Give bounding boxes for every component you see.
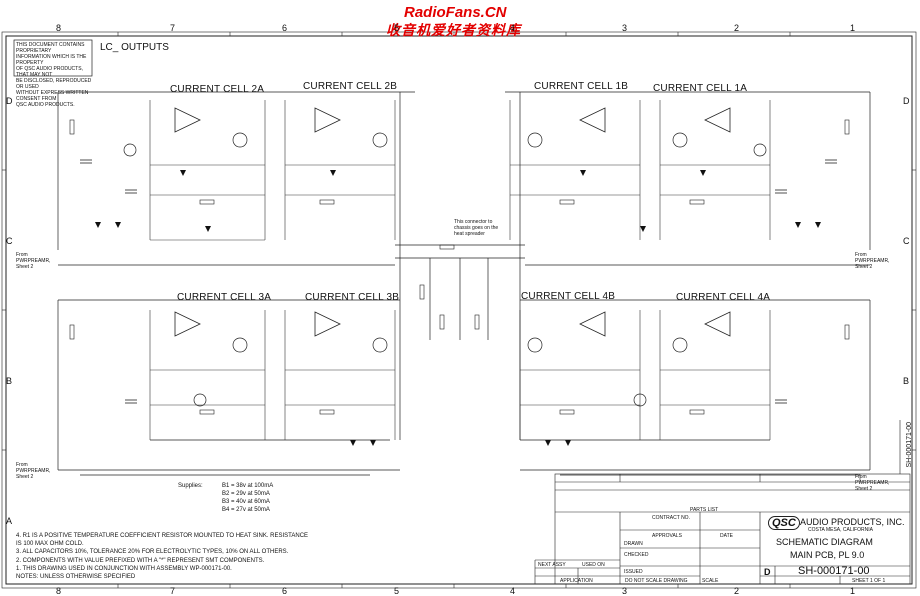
- capacitor-symbols: [80, 159, 837, 404]
- tb-issued: ISSUED: [624, 569, 643, 575]
- tb-date: DATE: [720, 533, 733, 539]
- zone-col-6-bottom: 6: [282, 586, 288, 596]
- tb-contract-no: CONTRACT NO.: [652, 515, 690, 521]
- from-label-top-left: From PWRPREAMR, Sheet 2: [16, 252, 51, 270]
- zone-col-2: 2: [734, 23, 740, 33]
- qsc-logo: QSC: [768, 516, 800, 530]
- from-label-bottom-right: From PWRPREAMR, Sheet 2: [855, 474, 890, 492]
- zone-col-6: 6: [282, 23, 288, 33]
- cell-title-2b: CURRENT CELL 2B: [303, 81, 398, 92]
- zone-col-1-bottom: 1: [850, 586, 856, 596]
- section-title: LC_ OUTPUTS: [100, 42, 169, 53]
- tb-checked: CHECKED: [624, 552, 649, 558]
- cell-title-4b: CURRENT CELL 4B: [521, 291, 616, 302]
- company-location: COSTA MESA, CALIFORNIA: [808, 527, 873, 533]
- watermark-site: RadioFans.CN: [404, 4, 507, 21]
- cell-title-1b: CURRENT CELL 1B: [534, 81, 629, 92]
- tb-approvals: APPROVALS: [652, 533, 682, 539]
- company-name: AUDIO PRODUCTS, INC.: [800, 517, 905, 527]
- zone-col-8-bottom: 8: [56, 586, 62, 596]
- zone-col-7-bottom: 7: [170, 586, 176, 596]
- tb-scale: SCALE: [702, 578, 719, 584]
- title-block-lines: [534, 420, 911, 585]
- cell-title-1a: CURRENT CELL 1A: [653, 83, 748, 94]
- zone-ticks: [2, 32, 916, 588]
- drawing-title-1: SCHEMATIC DIAGRAM: [776, 537, 873, 547]
- zone-col-3: 3: [622, 23, 628, 33]
- zone-row-b: B: [6, 376, 13, 386]
- zone-col-3-bottom: 3: [622, 586, 628, 596]
- border-frame: [5, 35, 913, 585]
- from-label-bottom-left: From PWRPREAMR, Sheet 2: [16, 462, 51, 480]
- zone-col-8: 8: [56, 23, 62, 33]
- opamp-symbols: [174, 107, 731, 337]
- cell-title-4a: CURRENT CELL 4A: [676, 292, 771, 303]
- resistor-symbols: [69, 119, 850, 415]
- supplies-label: Supplies:: [178, 483, 203, 489]
- proprietary-notice: THIS DOCUMENT CONTAINS PROPRIETARY INFOR…: [16, 42, 92, 108]
- tb-application: APPLICATION: [560, 578, 593, 584]
- drawing-title-2: MAIN PCB, PL 9.0: [790, 550, 865, 560]
- drawing-size: D: [764, 567, 771, 577]
- zone-col-5: 5: [394, 23, 400, 33]
- zone-col-7: 7: [170, 23, 176, 33]
- from-label-top-right: From PWRPREAMR, Sheet 2: [855, 252, 890, 270]
- diode-symbols: [95, 170, 821, 446]
- supplies-list: B1 = 38v at 100mA B2 = 29v at 50mA B3 = …: [222, 483, 274, 513]
- zone-row-c-right: C: [903, 236, 910, 246]
- tb-drawn: DRAWN: [624, 541, 643, 547]
- zone-row-d: D: [6, 96, 13, 106]
- rails: [57, 91, 871, 476]
- zone-col-4-bottom: 4: [510, 586, 516, 596]
- side-drawing-number: SH-000171-00: [906, 422, 913, 468]
- zone-row-d-right: D: [903, 96, 910, 106]
- zone-col-5-bottom: 5: [394, 586, 400, 596]
- drawing-notes: 4. R1 IS A POSITIVE TEMPERATURE COEFFICI…: [16, 533, 309, 581]
- transistor-symbols: [123, 132, 767, 407]
- drawing-number: SH-000171-00: [798, 565, 870, 577]
- tb-do-not-scale: DO NOT SCALE DRAWING: [625, 578, 688, 584]
- watermark-chinese: 收音机爱好者资料库: [386, 22, 521, 38]
- zone-col-4: 4: [510, 23, 516, 33]
- zone-row-a: A: [6, 516, 13, 526]
- zone-row-c: C: [6, 236, 13, 246]
- cell-title-2a: CURRENT CELL 2A: [170, 84, 265, 95]
- parts-list-heading: PARTS LIST: [690, 507, 719, 513]
- cell-title-3b: CURRENT CELL 3B: [305, 292, 400, 303]
- zone-col-1: 1: [850, 23, 856, 33]
- sheet-number: SHEET 1 OF 1: [852, 578, 886, 584]
- chassis-connector-note: This connector to chassis goes on the he…: [454, 219, 499, 237]
- cell-title-3a: CURRENT CELL 3A: [177, 292, 272, 303]
- tb-used-on: USED ON: [582, 562, 605, 568]
- tb-next-assy: NEXT ASSY: [538, 562, 566, 568]
- zone-col-2-bottom: 2: [734, 586, 740, 596]
- zone-row-b-right: B: [903, 376, 910, 386]
